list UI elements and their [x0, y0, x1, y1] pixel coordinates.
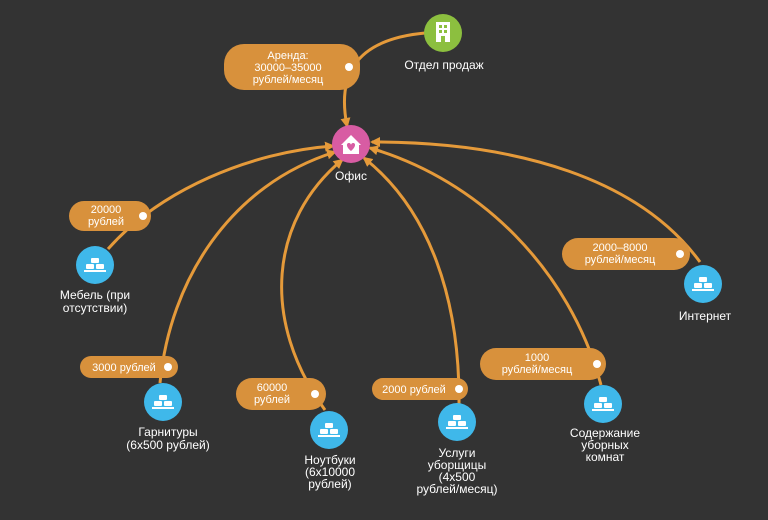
label-headsets-line-1: Гарнитуры: [138, 425, 197, 439]
edge-furniture-to-office: [106, 141, 335, 250]
cost-pill-restrooms[interactable]: 1000 рублей/месяц: [480, 348, 606, 380]
source-cost-line-3: рублей/месяц: [253, 74, 324, 86]
cost-internet-line-1: 2000–8000: [592, 242, 647, 254]
cost-internet-line-2: рублей/месяц: [585, 254, 656, 266]
cost-laptops-line-1: 60000: [257, 382, 288, 394]
label-cleaning-line-2: уборщицы: [428, 458, 486, 472]
center-node[interactable]: Офис: [332, 125, 370, 183]
edges-layer: [106, 31, 702, 411]
node-headsets[interactable]: Гарнитуры (6х500 рублей): [126, 383, 210, 452]
node-furniture[interactable]: Мебель (при отсутствии): [60, 246, 130, 315]
label-headsets-line-2: (6х500 рублей): [126, 438, 209, 452]
label-cleaning-line-3: (4х500: [439, 470, 476, 484]
label-laptops-line-1: Ноутбуки: [304, 453, 355, 467]
cost-pill-headsets[interactable]: 3000 рублей: [80, 356, 178, 378]
cost-furniture-line-2: рублей: [88, 216, 124, 228]
label-laptops-line-2: (6х10000: [305, 465, 355, 479]
edge-restrooms-to-office: [368, 145, 603, 386]
cost-pill-cleaning[interactable]: 2000 рублей: [372, 378, 468, 400]
edge-cleaning-to-office: [362, 156, 461, 406]
source-cost-line-2: 30000–35000: [254, 62, 321, 74]
cost-cleaning-line-1: 2000 рублей: [382, 384, 446, 396]
node-laptops[interactable]: Ноутбуки (6х10000 рублей): [304, 411, 356, 491]
building-icon: [436, 22, 450, 42]
edge-headsets-to-office: [158, 149, 337, 384]
cost-pill-furniture[interactable]: 20000 рублей: [69, 201, 151, 231]
source-label: Отдел продаж: [404, 58, 483, 72]
node-internet[interactable]: Интернет: [679, 265, 732, 323]
cost-furniture-line-1: 20000: [91, 204, 122, 216]
label-furniture-line-1: Мебель (при: [60, 288, 130, 302]
cost-restrooms-line-2: рублей/месяц: [502, 364, 573, 376]
label-restrooms-line-3: комнат: [586, 450, 625, 464]
cost-restrooms-line-1: 1000: [525, 352, 549, 364]
edge-internet-to-office: [370, 137, 702, 263]
cost-laptops-line-2: рублей: [254, 394, 290, 406]
source-node[interactable]: Отдел продаж: [404, 14, 484, 72]
node-cleaning[interactable]: Услуги уборщицы (4х500 рублей/месяц): [416, 403, 498, 496]
label-cleaning-line-1: Услуги: [439, 446, 476, 460]
house-heart-icon: [341, 135, 361, 154]
node-restrooms[interactable]: Содержание уборных комнат: [570, 385, 640, 464]
edge-laptops-to-office: [280, 158, 344, 411]
label-laptops-line-3: рублей): [308, 477, 351, 491]
cost-headsets-line-1: 3000 рублей: [92, 362, 156, 374]
label-furniture-line-2: отсутствии): [63, 301, 127, 315]
label-internet-line-1: Интернет: [679, 309, 732, 323]
label-restrooms-line-2: уборных: [581, 438, 629, 452]
label-cleaning-line-4: рублей/месяц): [416, 482, 497, 496]
source-cost-pill[interactable]: Аренда: 30000–35000 рублей/месяц: [224, 44, 360, 90]
cost-pill-internet[interactable]: 2000–8000 рублей/месяц: [562, 238, 690, 270]
cost-pill-laptops[interactable]: 60000 рублей: [236, 378, 326, 410]
center-label: Офис: [335, 169, 367, 183]
label-restrooms-line-1: Содержание: [570, 426, 640, 440]
source-cost-line-1: Аренда:: [267, 50, 308, 62]
